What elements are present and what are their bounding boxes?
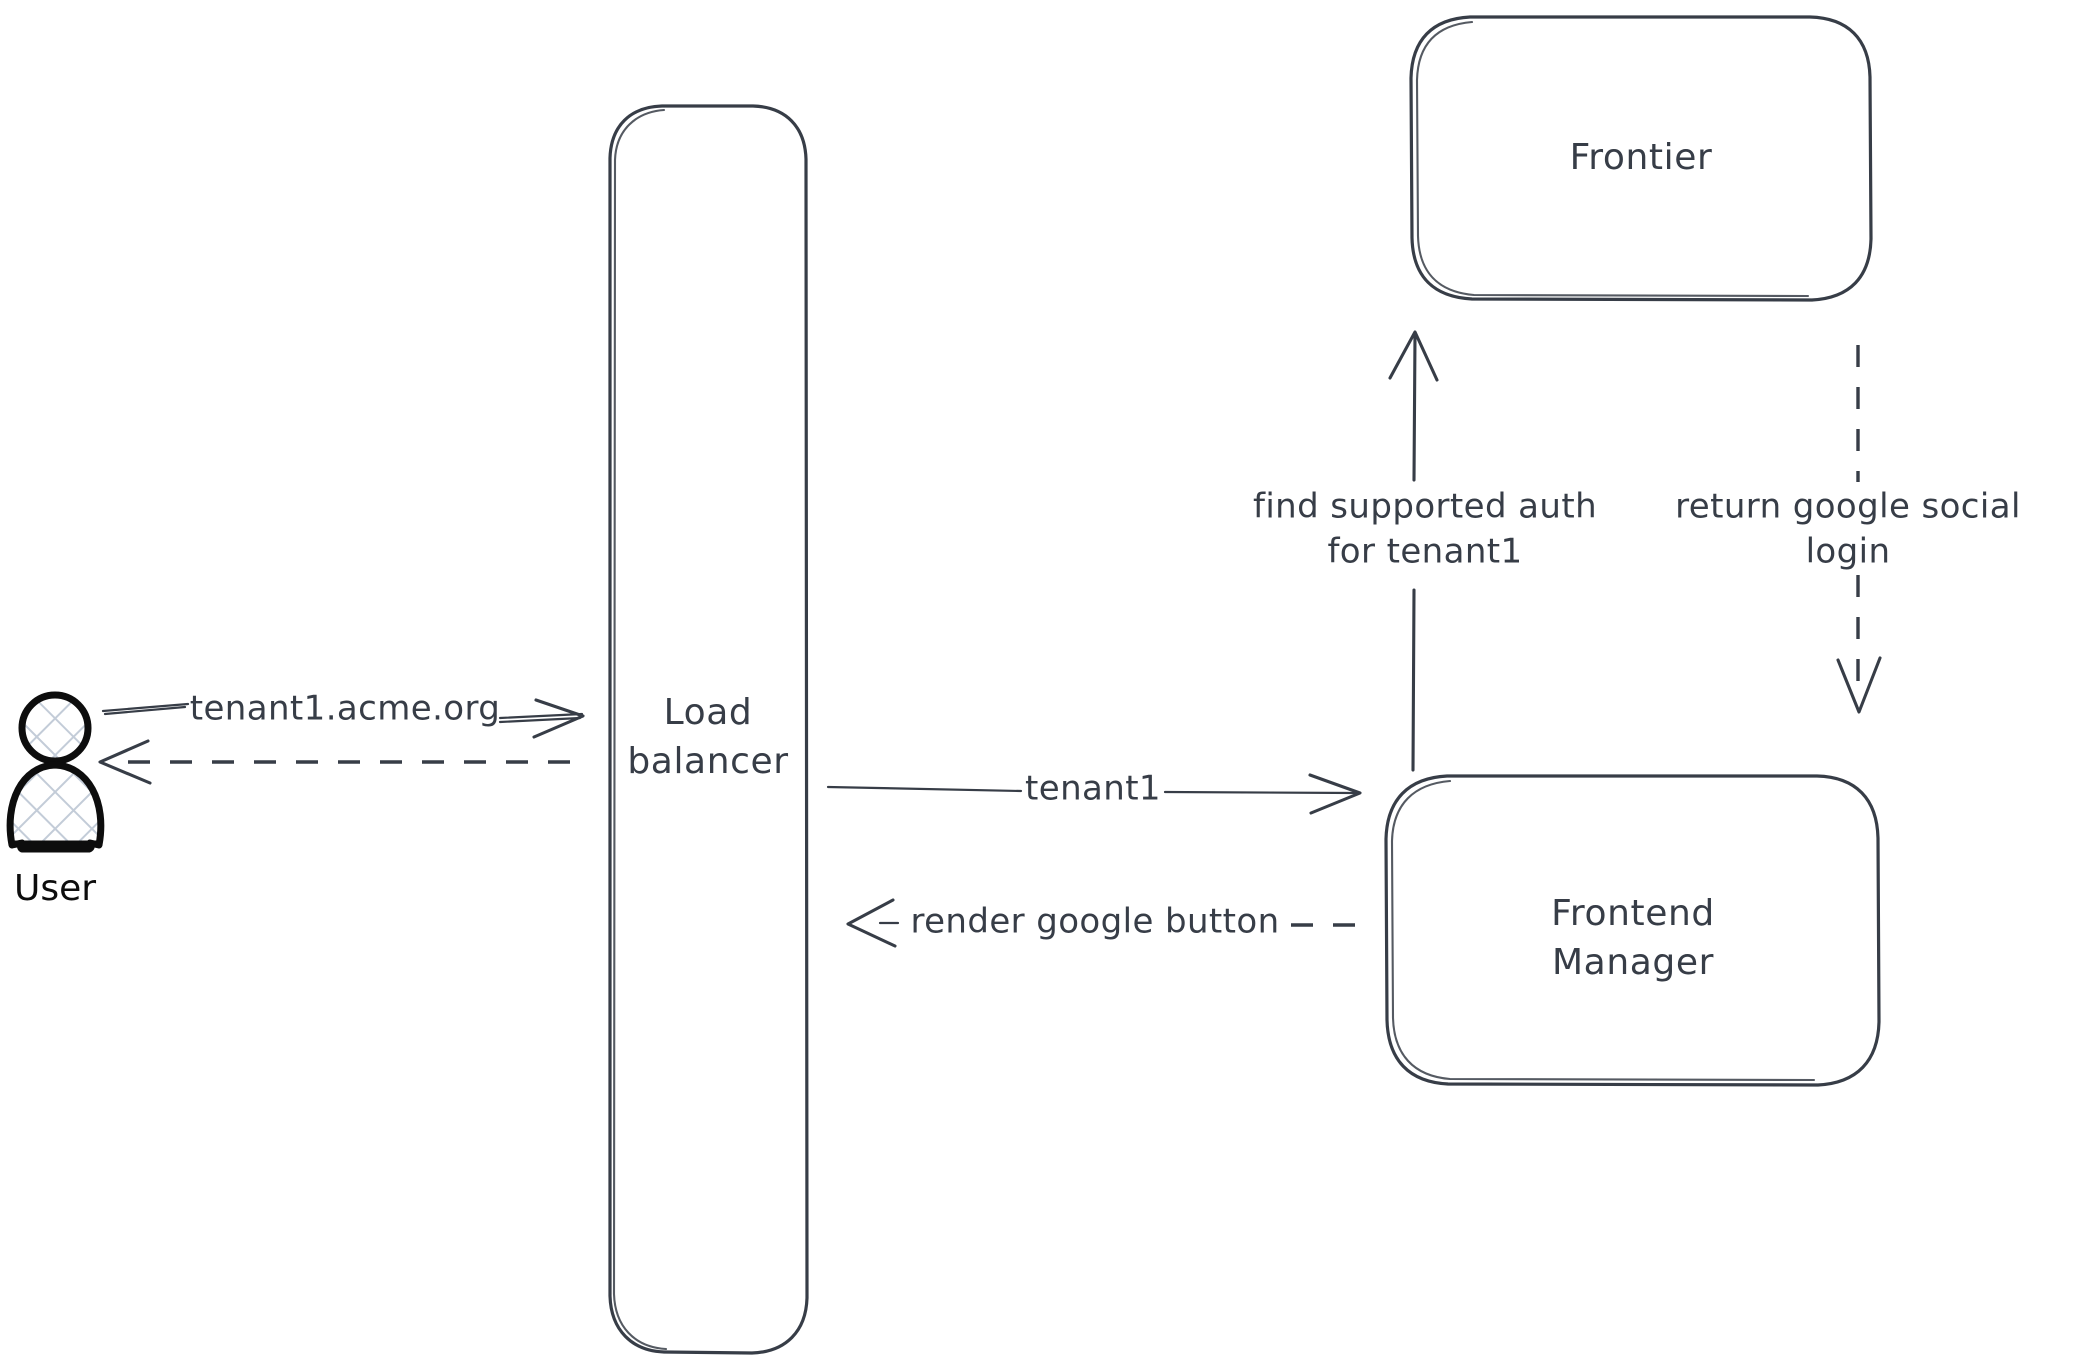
edge-frontier-to-frontend-manager[interactable]: return google social login bbox=[1675, 345, 2021, 714]
frontend-manager-sketch-stroke bbox=[1390, 779, 1816, 1082]
user-body-icon bbox=[6, 761, 105, 853]
edge-fm-to-frontier-line-lower bbox=[1411, 588, 1416, 772]
load-balancer-label-line2: balancer bbox=[627, 741, 788, 782]
edge-fm-to-frontier-label-line2: for tenant1 bbox=[1327, 532, 1522, 572]
frontier-shape bbox=[1409, 15, 1873, 302]
edge-user-to-lb-label: tenant1.acme.org bbox=[190, 689, 501, 729]
edge-user-to-lb-line-right-2 bbox=[498, 716, 582, 724]
frontend-manager-shape bbox=[1384, 774, 1881, 1087]
frontier-sketch-stroke bbox=[1415, 20, 1810, 298]
frontier-label: Frontier bbox=[1570, 137, 1713, 178]
edge-user-to-load-balancer[interactable]: tenant1.acme.org bbox=[101, 689, 585, 739]
edge-user-to-lb-line-left-2 bbox=[101, 702, 190, 713]
edge-frontend-manager-to-frontier[interactable]: find supported auth for tenant1 bbox=[1253, 330, 1597, 772]
edge-fm-to-lb-arrowhead bbox=[846, 898, 897, 948]
edge-fm-to-lb-label: render google button bbox=[910, 902, 1279, 942]
edge-lb-to-fm-line-left bbox=[826, 785, 1023, 793]
frontend-manager-label-line1: Frontend bbox=[1551, 893, 1715, 934]
frontend-manager-label-line2: Manager bbox=[1552, 942, 1714, 983]
edge-user-to-lb-arrowhead bbox=[532, 698, 585, 739]
load-balancer-sketch-stroke bbox=[612, 108, 668, 1351]
load-balancer-shape bbox=[608, 104, 809, 1355]
user-label: User bbox=[14, 868, 96, 909]
edge-lb-to-fm-line-right bbox=[1163, 790, 1357, 795]
edge-user-to-lb-line-right bbox=[498, 712, 584, 720]
edge-frontier-to-fm-arrowhead bbox=[1836, 656, 1882, 714]
edge-lb-to-fm-label: tenant1 bbox=[1025, 769, 1161, 809]
node-frontend-manager[interactable]: Frontend Manager bbox=[1384, 774, 1881, 1087]
actor-user[interactable]: User bbox=[6, 691, 105, 909]
edge-fm-to-frontier-arrowhead bbox=[1388, 330, 1439, 382]
user-head-icon bbox=[18, 691, 92, 765]
load-balancer-label-line1: Load bbox=[664, 692, 753, 733]
node-load-balancer[interactable]: Load balancer bbox=[608, 104, 809, 1355]
edge-fm-to-frontier-line-upper bbox=[1412, 333, 1417, 482]
edge-fm-to-frontier-label-line1: find supported auth bbox=[1253, 487, 1597, 527]
edge-frontier-to-fm-label-line1: return google social bbox=[1675, 487, 2021, 527]
edge-lb-to-fm-arrowhead bbox=[1308, 773, 1362, 815]
node-frontier[interactable]: Frontier bbox=[1409, 15, 1873, 302]
edge-user-to-lb-line-left bbox=[103, 705, 187, 716]
edge-frontend-manager-to-load-balancer[interactable]: render google button bbox=[846, 898, 1355, 948]
edge-load-balancer-to-frontend-manager[interactable]: tenant1 bbox=[826, 769, 1362, 815]
edge-lb-to-user-arrowhead bbox=[98, 739, 152, 785]
edge-frontier-to-fm-label-line2: login bbox=[1806, 532, 1891, 572]
edge-load-balancer-to-user[interactable] bbox=[98, 739, 570, 785]
